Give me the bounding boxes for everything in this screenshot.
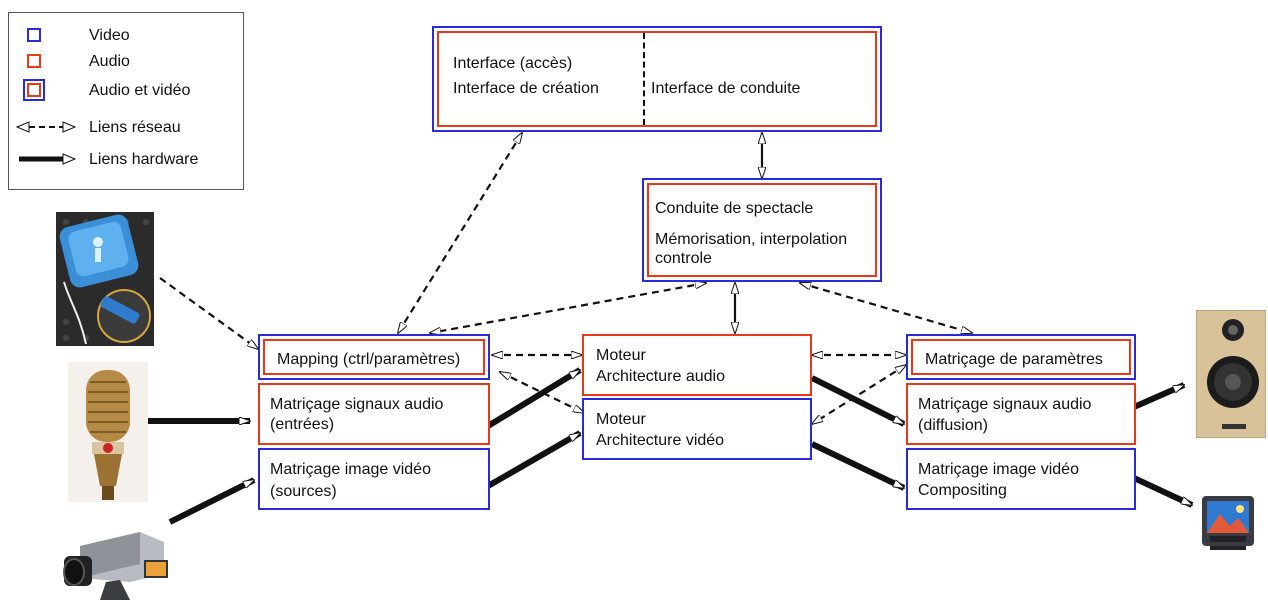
engine-video-box: Moteur Architecture vidéo — [582, 398, 812, 460]
legend-label-audio: Audio — [89, 53, 130, 70]
legend-row-audio: Audio — [9, 51, 243, 73]
interface-line1: Interface (accès) — [453, 55, 573, 72]
engine-audio-box: Moteur Architecture audio — [582, 334, 812, 396]
legend-label-video: Video — [89, 27, 130, 44]
audio-in-line2: (entrées) — [270, 416, 335, 433]
legend-label-hardware: Liens hardware — [89, 151, 199, 168]
mapping-box: Mapping (ctrl/paramètres) — [258, 334, 490, 380]
param-matrix-label: Matriçage de paramètres — [925, 351, 1103, 368]
link-controller-mapping — [159, 277, 258, 349]
audio-out-line1: Matriçage signaux audio — [918, 396, 1092, 413]
blue-square-icon — [27, 28, 41, 42]
link-param-engine-video — [812, 365, 906, 424]
audio-in-box: Matriçage signaux audio (entrées) — [258, 383, 490, 445]
video-out-box: Matriçage image vidéo Compositing — [906, 448, 1136, 510]
mapping-label: Mapping (ctrl/paramètres) — [277, 351, 461, 368]
interface-line2: Interface de création — [453, 80, 599, 97]
hardware-links — [146, 367, 1192, 525]
link-interface-mapping — [398, 133, 522, 333]
interface-right: Interface de conduite — [651, 80, 801, 97]
network-links — [159, 133, 972, 424]
legend-label-network: Liens réseau — [89, 119, 181, 136]
conduite-box: Conduite de spectacle Mémorisation, inte… — [642, 178, 882, 282]
video-in-box: Matriçage image vidéo (sources) — [258, 448, 490, 510]
controller-device-icon — [56, 212, 154, 346]
link-engine-video-out — [810, 441, 904, 491]
video-out-line2: Compositing — [918, 482, 1007, 499]
video-in-line2: (sources) — [270, 483, 337, 500]
conduite-line1: Conduite de spectacle — [655, 200, 814, 217]
conduite-line3: controle — [655, 250, 712, 267]
audio-in-line1: Matriçage signaux audio — [270, 396, 444, 413]
video-in-line1: Matriçage image vidéo — [270, 461, 431, 478]
legend-label-audio-video: Audio et vidéo — [89, 82, 191, 99]
link-engine-audio-out — [810, 375, 904, 427]
thick-arrow-icon — [19, 153, 77, 165]
blue-red-square-icon — [23, 79, 45, 101]
camcorder-icon — [63, 532, 168, 600]
microphone-icon — [68, 362, 148, 502]
engine-audio-line1: Moteur — [596, 347, 646, 364]
legend-row-audio-video: Audio et vidéo — [9, 79, 243, 101]
speaker-icon — [1196, 310, 1266, 438]
legend-row-hardware: Liens hardware — [9, 149, 243, 171]
television-icon — [1202, 496, 1254, 550]
legend: Video Audio Audio et vidéo Liens réseau … — [8, 12, 244, 190]
conduite-line2: Mémorisation, interpolation — [655, 231, 848, 248]
link-audio-in-engine — [486, 367, 580, 429]
video-out-line1: Matriçage image vidéo — [918, 461, 1079, 478]
audio-out-line2: (diffusion) — [918, 417, 988, 434]
link-video-out-tv — [1132, 475, 1192, 508]
link-conduite-param — [800, 283, 972, 333]
interface-box: Interface (accès) Interface de création … — [432, 26, 882, 132]
link-conduite-mapping — [430, 283, 706, 333]
link-video-in-engine — [486, 430, 580, 489]
param-matrix-box: Matriçage de paramètres — [906, 334, 1136, 380]
link-audio-out-speaker — [1132, 382, 1184, 410]
audio-out-box: Matriçage signaux audio (diffusion) — [906, 383, 1136, 445]
legend-row-network: Liens réseau — [9, 117, 243, 139]
legend-row-video: Video — [9, 25, 243, 47]
interface-divider — [643, 33, 645, 125]
dashed-arrow-icon — [15, 121, 77, 133]
engine-video-line2: Architecture vidéo — [596, 432, 725, 449]
link-camera-video-in — [168, 477, 254, 525]
link-mapping-engine-video — [500, 372, 584, 413]
engine-video-line1: Moteur — [596, 411, 646, 428]
engine-audio-line2: Architecture audio — [596, 368, 725, 385]
red-square-icon — [27, 54, 41, 68]
